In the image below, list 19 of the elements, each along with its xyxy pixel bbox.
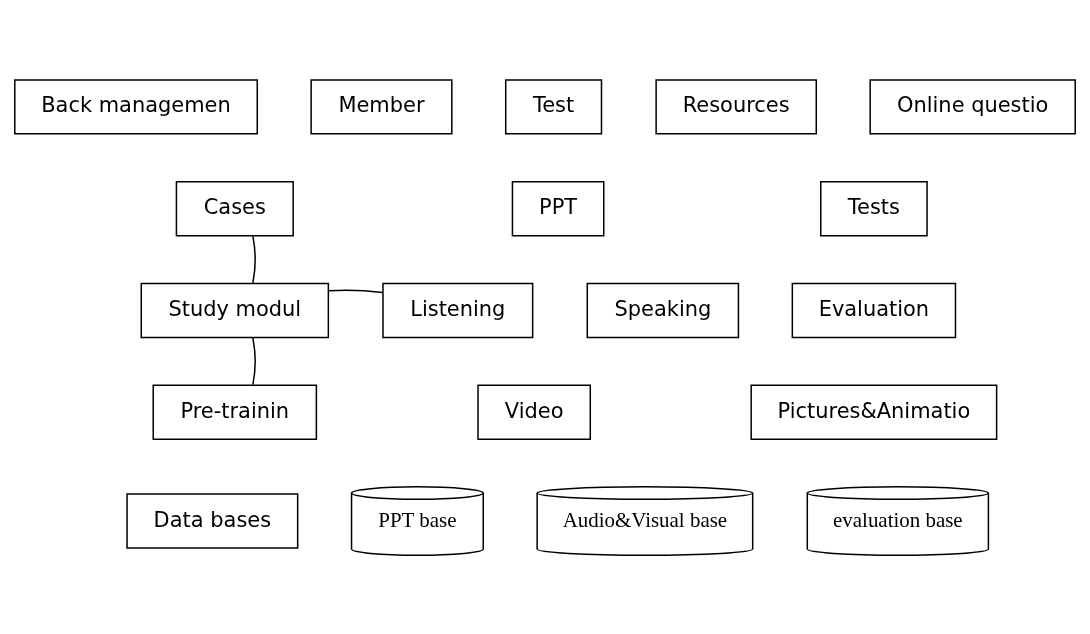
node-box: Video bbox=[477, 384, 592, 440]
connector bbox=[252, 234, 256, 284]
node-box: Resources bbox=[655, 78, 818, 135]
node-box: Cases bbox=[175, 180, 294, 236]
node-box: Online questio bbox=[869, 78, 1076, 135]
node-box: Listening bbox=[382, 282, 534, 338]
node-box: Study modul bbox=[140, 282, 330, 338]
node-box: Speaking bbox=[586, 282, 740, 338]
connector bbox=[252, 336, 256, 385]
node-box: Evaluation bbox=[791, 282, 957, 338]
node-box: Member bbox=[310, 78, 453, 135]
node-box: Pre-trainin bbox=[152, 384, 318, 440]
node-box: Tests bbox=[820, 180, 928, 236]
node-box: Data bases bbox=[126, 492, 299, 549]
connector bbox=[327, 289, 384, 293]
node-box: PPT bbox=[511, 180, 605, 236]
node-box: Test bbox=[504, 78, 603, 135]
node-box: Back managemen bbox=[14, 78, 258, 135]
node-box: Pictures&Animatio bbox=[750, 384, 998, 440]
